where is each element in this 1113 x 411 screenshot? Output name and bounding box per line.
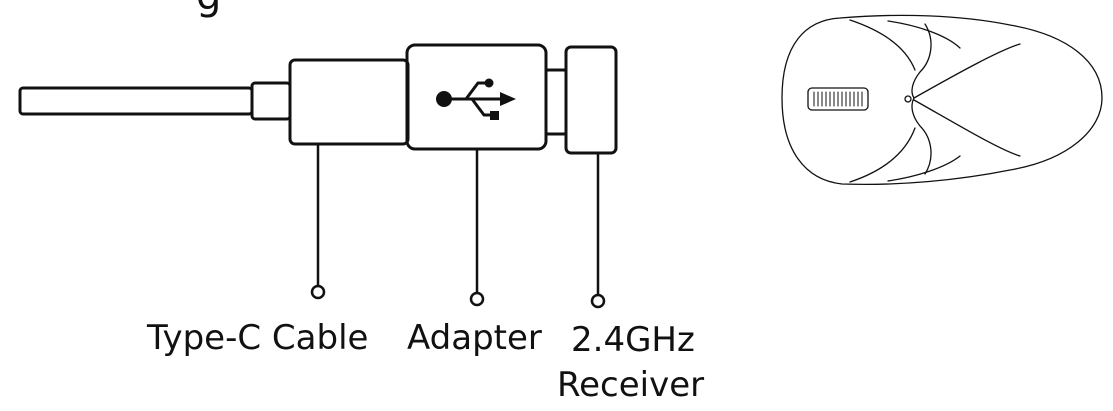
heading-fragment: g xyxy=(196,0,221,18)
label-adapter: Adapter xyxy=(407,318,542,358)
mouse-left-button-edge xyxy=(911,23,932,99)
mouse-side-line-bottom xyxy=(849,127,916,183)
receiver-leader-dot xyxy=(590,293,606,309)
cable-plug-housing xyxy=(288,58,410,146)
label-receiver-line2: Receiver xyxy=(557,365,705,405)
usb-icon xyxy=(436,78,516,120)
mouse-dpi-indicator xyxy=(904,95,912,103)
label-type-c-cable: Type-C Cable xyxy=(147,318,369,358)
adapter-body xyxy=(405,43,548,151)
scroll-wheel-ridges xyxy=(813,91,863,107)
cable-wire xyxy=(18,86,254,116)
cable-leader-dot xyxy=(310,284,326,300)
receiver-body xyxy=(564,45,618,155)
adapter-neck xyxy=(544,68,568,136)
adapter xyxy=(405,43,548,151)
mouse-side-line-top xyxy=(849,19,916,71)
adapter-leader-dot xyxy=(469,291,485,307)
type-c-cable xyxy=(18,58,410,146)
mouse-grip-bottom xyxy=(887,155,961,182)
label-receiver-line1: 2.4GHz xyxy=(571,320,695,360)
mouse-button-split-bottom xyxy=(913,99,1021,157)
mouse-outline xyxy=(781,14,1103,186)
leader-lines xyxy=(310,142,606,309)
mouse-scroll-wheel xyxy=(807,87,869,111)
mouse-icon xyxy=(781,14,1103,186)
mouse-grip-top xyxy=(887,20,961,49)
cable-strain-relief xyxy=(250,81,292,121)
mouse-right-button-edge xyxy=(911,97,932,175)
mouse-button-split-top xyxy=(913,43,1021,99)
